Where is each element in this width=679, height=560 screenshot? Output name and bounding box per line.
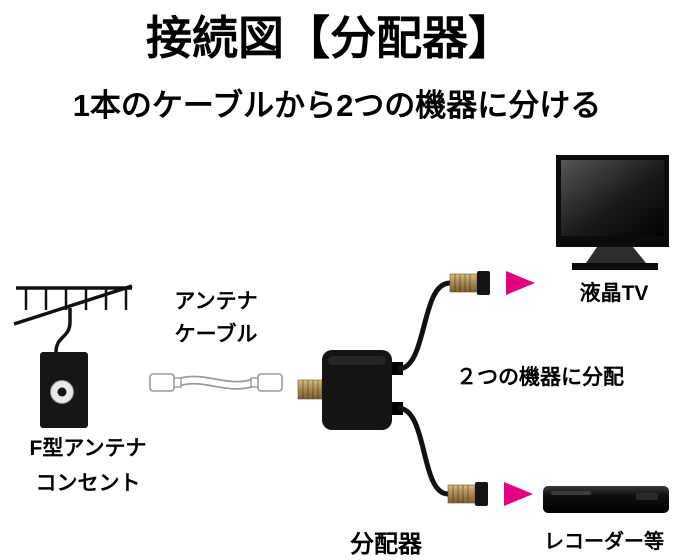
- recorder-label: レコーダー等: [544, 529, 664, 553]
- outlet-label-line1: F型アンテナ: [30, 437, 147, 460]
- lcd-tv-icon: [556, 155, 669, 270]
- cable-label-line2: ケーブル: [175, 322, 258, 346]
- right-arrow-icon: [506, 271, 535, 295]
- f-connector-icon: [449, 273, 478, 293]
- outlet-label-line2: コンセント: [36, 472, 141, 495]
- cable-label-line1: アンテナ: [174, 290, 257, 313]
- splitter-box-icon: [297, 350, 403, 430]
- tv-label: 液晶TV: [580, 281, 649, 305]
- recorder-icon: [543, 486, 669, 513]
- coax-cable-icon: [149, 373, 283, 392]
- f-connector-icon: [447, 484, 476, 504]
- antenna-outlet-icon: [40, 352, 88, 428]
- page-subtitle: 1本のケーブルから2つの機器に分ける: [73, 88, 602, 123]
- splitter-label: 分配器: [350, 531, 423, 558]
- top-branch-cable: [397, 271, 490, 372]
- split-note-label: ２つの機器に分配: [456, 365, 624, 389]
- bottom-branch-cable: [397, 405, 488, 506]
- page-title: 接続図【分配器】: [146, 12, 514, 64]
- tv-antenna-icon: [13, 284, 133, 353]
- right-arrow-icon: [504, 482, 533, 506]
